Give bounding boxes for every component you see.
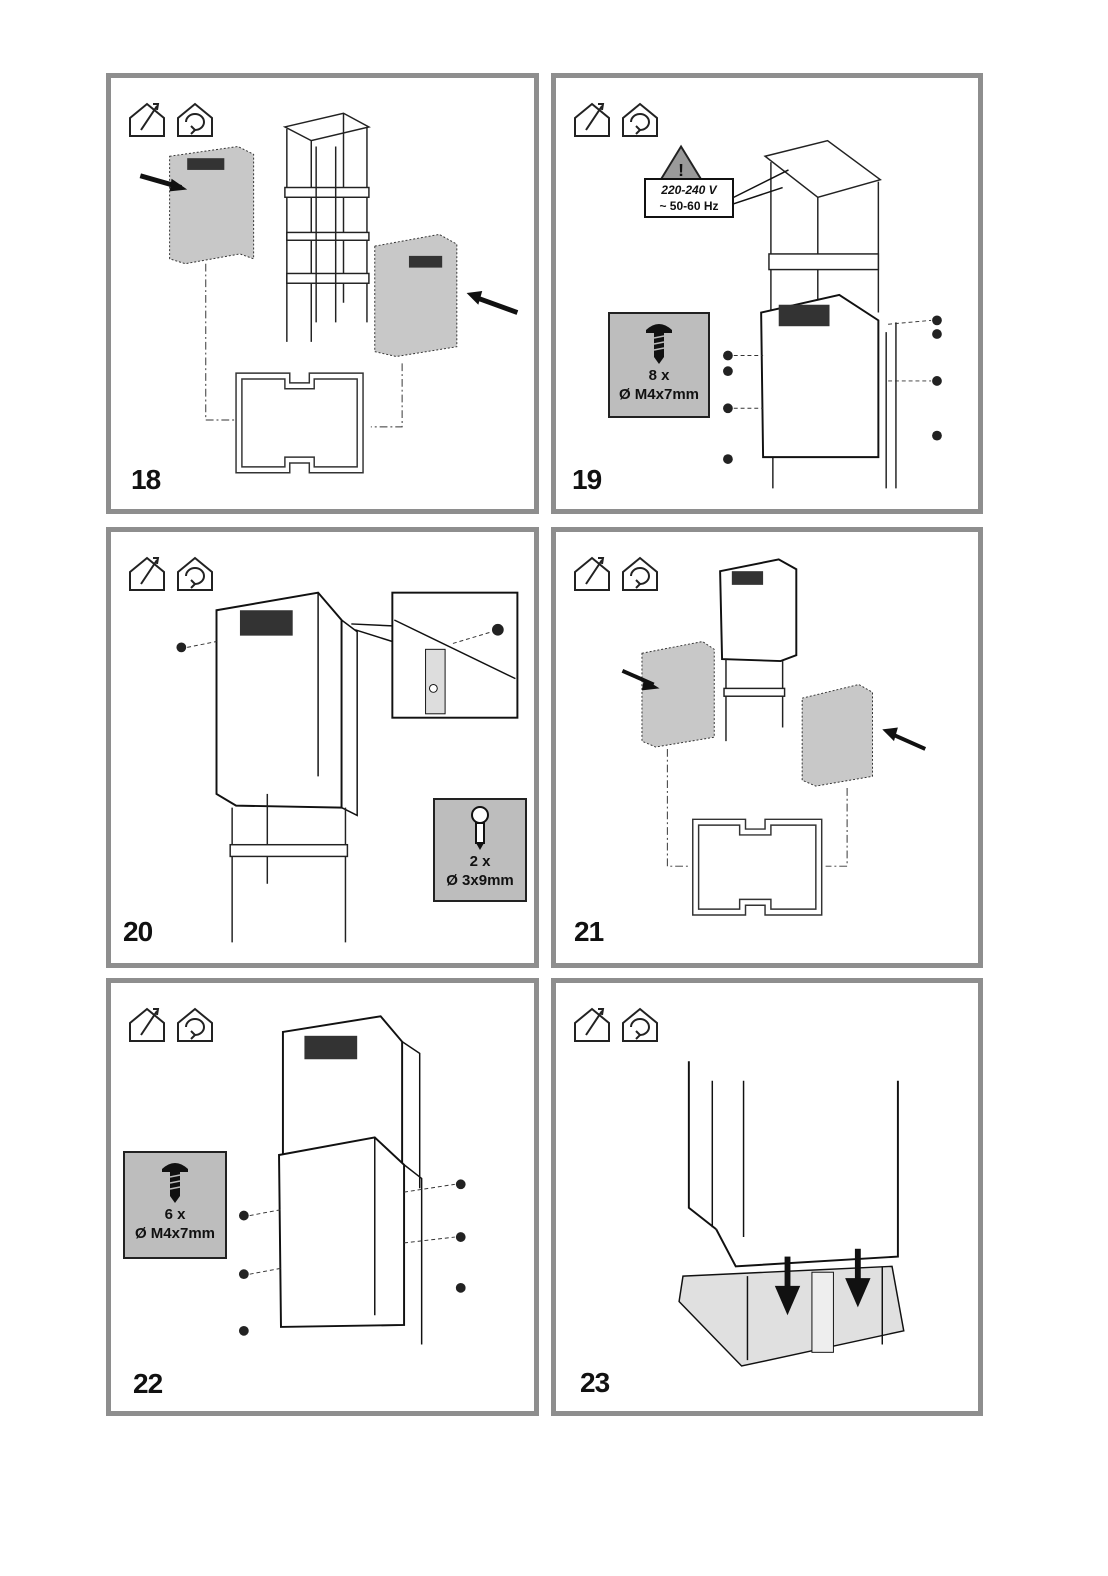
screw-spec-box: 2 x Ø 3x9mm — [433, 798, 527, 902]
screw-icon — [160, 1159, 190, 1203]
recirculation-icon — [178, 1009, 212, 1041]
recirculation-icon — [623, 104, 657, 136]
panel-step-22: 6 x Ø M4x7mm 22 — [106, 978, 539, 1416]
screw-quantity: 8 x — [610, 366, 708, 385]
mode-icons — [572, 552, 664, 594]
step-number: 23 — [580, 1367, 609, 1399]
voltage-warning-label: 220-240 V ~ 50-60 Hz — [644, 178, 734, 218]
ducted-extraction-icon — [130, 1009, 164, 1041]
panel-step-19: ! 220-240 V ~ 50-60 Hz 8 x Ø M4x7mm 19 — [551, 73, 983, 514]
step-18-illustration — [111, 78, 534, 509]
recirculation-icon — [623, 558, 657, 590]
screw-icon — [644, 320, 674, 364]
warning-triangle-icon: ! — [660, 146, 703, 181]
panel-step-23: 23 — [551, 978, 983, 1416]
ducted-extraction-icon — [575, 1009, 609, 1041]
recirculation-icon — [178, 558, 212, 590]
mode-icons — [127, 552, 219, 594]
step-number: 19 — [572, 464, 601, 496]
recirculation-icon — [623, 1009, 657, 1041]
voltage-text: 220-240 V — [646, 182, 732, 198]
svg-text:!: ! — [678, 160, 684, 180]
screw-size: Ø M4x7mm — [610, 385, 708, 404]
ducted-extraction-icon — [130, 558, 164, 590]
screw-size: Ø 3x9mm — [435, 871, 525, 890]
step-number: 20 — [123, 916, 152, 948]
ducted-extraction-icon — [575, 104, 609, 136]
ducted-extraction-icon — [575, 558, 609, 590]
step-number: 21 — [574, 916, 603, 948]
side-panel-left — [170, 146, 254, 263]
recirculation-icon — [178, 104, 212, 136]
ducted-extraction-icon — [130, 104, 164, 136]
panel-step-18: 18 — [106, 73, 539, 514]
screw-spec-box: 8 x Ø M4x7mm — [608, 312, 710, 418]
panel-step-20: 2 x Ø 3x9mm 20 — [106, 527, 539, 968]
step-19-illustration: ! — [556, 78, 978, 509]
screw-quantity: 6 x — [125, 1205, 225, 1224]
step-23-illustration — [556, 983, 978, 1411]
screw-size: Ø M4x7mm — [125, 1224, 225, 1243]
step-number: 22 — [133, 1368, 162, 1400]
screws-left — [723, 351, 733, 464]
step-21-illustration — [556, 532, 978, 963]
mode-icons — [127, 1003, 219, 1045]
mode-icons — [572, 1003, 664, 1045]
step-number: 18 — [131, 464, 160, 496]
screw-icon — [465, 806, 495, 850]
screws-right — [932, 315, 942, 440]
frequency-text: ~ 50-60 Hz — [646, 198, 732, 214]
screw-spec-box: 6 x Ø M4x7mm — [123, 1151, 227, 1259]
panel-step-21: 21 — [551, 527, 983, 968]
mode-icons — [127, 98, 219, 140]
mode-icons — [572, 98, 664, 140]
screw-quantity: 2 x — [435, 852, 525, 871]
